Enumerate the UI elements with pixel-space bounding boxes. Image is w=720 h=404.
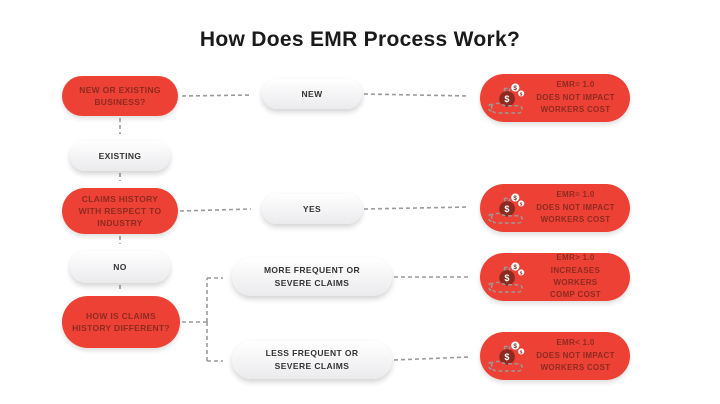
node-label: NEW [301,88,323,99]
node-label: YES [302,203,322,214]
node-how-is-claims-history-different: HOW IS CLAIMS HISTORY DIFFERENT? [62,296,180,348]
hand-holding-money-icon [488,192,525,224]
result-line: COMP COST [549,290,601,300]
result-line: DOES NOT IMPACT [536,202,615,212]
result-text: EMR> 1.0 INCREASES WORKERS COMP COST [531,252,620,302]
result-line: INCREASES WORKERS [550,265,601,287]
result-text: EMR< 1.0 DOES NOT IMPACT WORKERS COST [531,337,620,374]
result-line: EMR> 1.0 [556,253,595,263]
node-result-emr-less-1: EMR< 1.0 DOES NOT IMPACT WORKERS COST [480,332,630,380]
result-text: EMR= 1.0 DOES NOT IMPACT WORKERS COST [531,79,620,116]
result-line: WORKERS COST [540,105,611,115]
node-more-frequent-severe-claims: MORE FREQUENT OR SEVERE CLAIMS [232,258,392,296]
node-no: NO [70,251,170,283]
result-line: EMR< 1.0 [556,338,595,348]
node-existing: EXISTING [70,141,170,171]
result-text: EMR= 1.0 DOES NOT IMPACT WORKERS COST [531,189,620,226]
node-new-or-existing-business: NEW OR EXISTING BUSINESS? [62,76,178,116]
node-label: EXISTING [98,150,142,161]
hand-holding-money-icon [488,82,525,114]
node-claims-history-industry: CLAIMS HISTORY WITH RESPECT TO INDUSTRY [62,188,178,234]
result-line: EMR= 1.0 [556,80,595,90]
hand-holding-money-icon [488,261,525,293]
node-label: MORE FREQUENT OR SEVERE CLAIMS [263,265,361,288]
node-yes: YES [262,194,362,224]
node-new: NEW [262,79,362,109]
hand-holding-money-icon [488,340,525,372]
node-result-emr-greater-1: EMR> 1.0 INCREASES WORKERS COMP COST [480,253,630,301]
node-less-frequent-severe-claims: LESS FREQUENT OR SEVERE CLAIMS [232,341,392,379]
result-line: WORKERS COST [540,215,611,225]
result-line: WORKERS COST [540,363,611,373]
node-label: HOW IS CLAIMS HISTORY DIFFERENT? [72,310,170,333]
node-label: NEW OR EXISTING BUSINESS? [79,84,161,107]
node-label: LESS FREQUENT OR SEVERE CLAIMS [265,348,359,371]
node-result-emr-equal-1-new: EMR= 1.0 DOES NOT IMPACT WORKERS COST [480,74,630,122]
node-label: CLAIMS HISTORY WITH RESPECT TO INDUSTRY [78,193,162,229]
result-line: DOES NOT IMPACT [536,92,615,102]
result-line: EMR= 1.0 [556,190,595,200]
result-line: DOES NOT IMPACT [536,350,615,360]
page-title: How Does EMR Process Work? [199,28,521,51]
node-result-emr-equal-1-yes: EMR= 1.0 DOES NOT IMPACT WORKERS COST [480,184,630,232]
node-label: NO [113,261,127,272]
